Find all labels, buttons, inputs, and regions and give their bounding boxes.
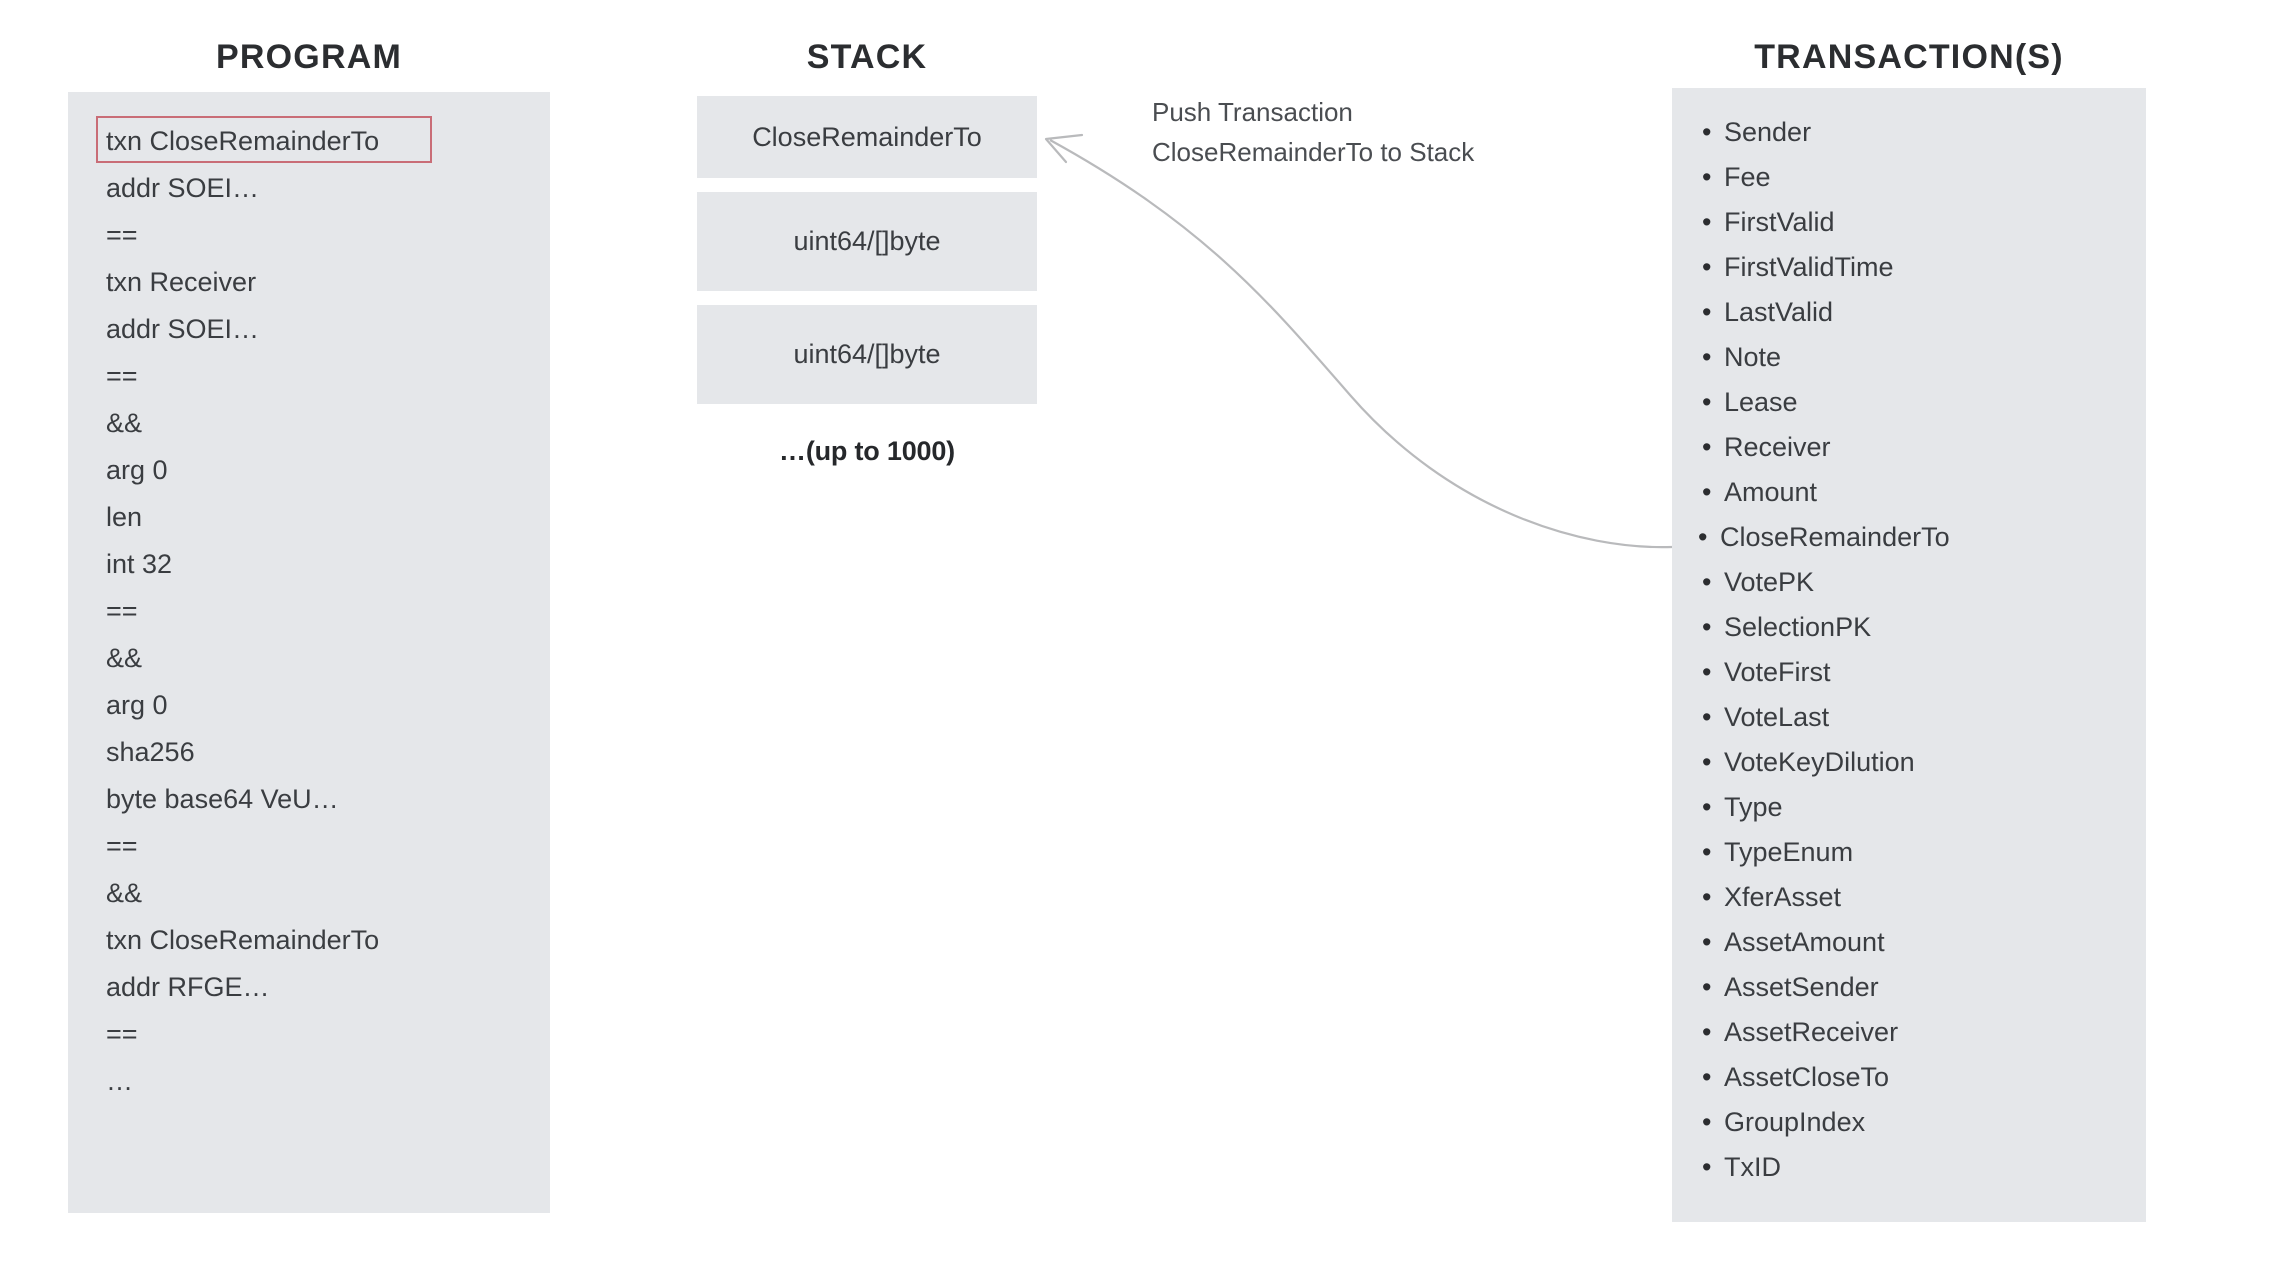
stack-cell-list: CloseRemainderTo uint64/[]byte uint64/[]by… — [697, 96, 1037, 404]
program-instruction: == — [106, 596, 138, 626]
stack-cell: CloseRemainderTo — [697, 96, 1037, 178]
program-instruction: byte base64 VeU… — [106, 784, 339, 814]
transaction-field: GroupIndex — [1696, 1100, 2136, 1145]
arrow-curve — [1049, 139, 1673, 549]
program-instruction: … — [106, 1066, 133, 1096]
transaction-field: Lease — [1696, 380, 2136, 425]
transaction-field: AssetAmount — [1696, 920, 2136, 965]
transaction-field-list: SenderFeeFirstValidFirstValidTimeLastVal… — [1696, 110, 2136, 1190]
program-instruction: txn Receiver — [106, 267, 257, 297]
program-instruction-highlighted: txn CloseRemainderTo — [96, 116, 432, 163]
transaction-field: Fee — [1696, 155, 2136, 200]
stack-column: CloseRemainderTo uint64/[]byte uint64/[]by… — [697, 96, 1037, 467]
transaction-field: AssetReceiver — [1696, 1010, 2136, 1055]
transaction-field: VoteKeyDilution — [1696, 740, 2136, 785]
transaction-field: LastValid — [1696, 290, 2136, 335]
transaction-field: Receiver — [1696, 425, 2136, 470]
transaction-field: Note — [1696, 335, 2136, 380]
program-instruction: txn CloseRemainderTo — [106, 925, 380, 955]
arrow-head — [1044, 133, 1084, 164]
transaction-field: CloseRemainderTo — [1696, 515, 2136, 560]
stack-column-title: STACK — [806, 38, 928, 76]
program-instruction: && — [106, 408, 143, 438]
stack-overflow-label: …(up to 1000) — [779, 436, 955, 466]
program-instruction: sha256 — [106, 737, 195, 767]
transaction-field: VoteFirst — [1696, 650, 2136, 695]
program-instruction: arg 0 — [106, 690, 168, 720]
transaction-field: Sender — [1696, 110, 2136, 155]
program-instruction: arg 0 — [106, 455, 168, 485]
transaction-field: TxID — [1696, 1145, 2136, 1190]
program-column-title: PROGRAM — [216, 38, 402, 76]
stack-cell: uint64/[]byte — [697, 305, 1037, 404]
program-instruction: int 32 — [106, 549, 173, 579]
transaction-field: FirstValidTime — [1696, 245, 2136, 290]
transaction-field: VotePK — [1696, 560, 2136, 605]
transaction-field: AssetCloseTo — [1696, 1055, 2136, 1100]
transaction-field: Type — [1696, 785, 2136, 830]
transaction-field: SelectionPK — [1696, 605, 2136, 650]
annotation-line-1: Push Transaction — [1152, 97, 1353, 127]
program-panel: txn CloseRemainderTo addr SOEI… == txn Rece… — [68, 92, 550, 1213]
transaction-field: Amount — [1696, 470, 2136, 515]
transactions-column-title: TRANSACTION(S) — [1754, 38, 2064, 76]
program-instruction: == — [106, 1019, 138, 1049]
program-instruction: == — [106, 831, 138, 861]
program-instruction: len — [106, 502, 143, 532]
program-instruction: addr RFGE… — [106, 972, 270, 1002]
program-instruction: && — [106, 878, 143, 908]
stack-cell: uint64/[]byte — [697, 192, 1037, 291]
transaction-field: XferAsset — [1696, 875, 2136, 920]
program-instruction: == — [106, 220, 138, 250]
transaction-field: AssetSender — [1696, 965, 2136, 1010]
program-instruction: && — [106, 643, 143, 673]
annotation-line-2: CloseRemainderTo to Stack — [1152, 137, 1475, 167]
program-instruction-list: txn CloseRemainderTo addr SOEI… == txn Rece… — [96, 116, 538, 1103]
program-instruction: addr SOEI… — [106, 314, 260, 344]
program-instruction: == — [106, 361, 138, 391]
push-to-stack-arrow — [1044, 133, 1673, 549]
transaction-field: VoteLast — [1696, 695, 2136, 740]
transaction-field: TypeEnum — [1696, 830, 2136, 875]
push-transaction-annotation: Push Transaction CloseRemainderTo to Sta… — [1152, 92, 1572, 172]
transactions-panel: SenderFeeFirstValidFirstValidTimeLastVal… — [1672, 88, 2146, 1222]
transaction-field: FirstValid — [1696, 200, 2136, 245]
program-instruction: addr SOEI… — [106, 173, 260, 203]
